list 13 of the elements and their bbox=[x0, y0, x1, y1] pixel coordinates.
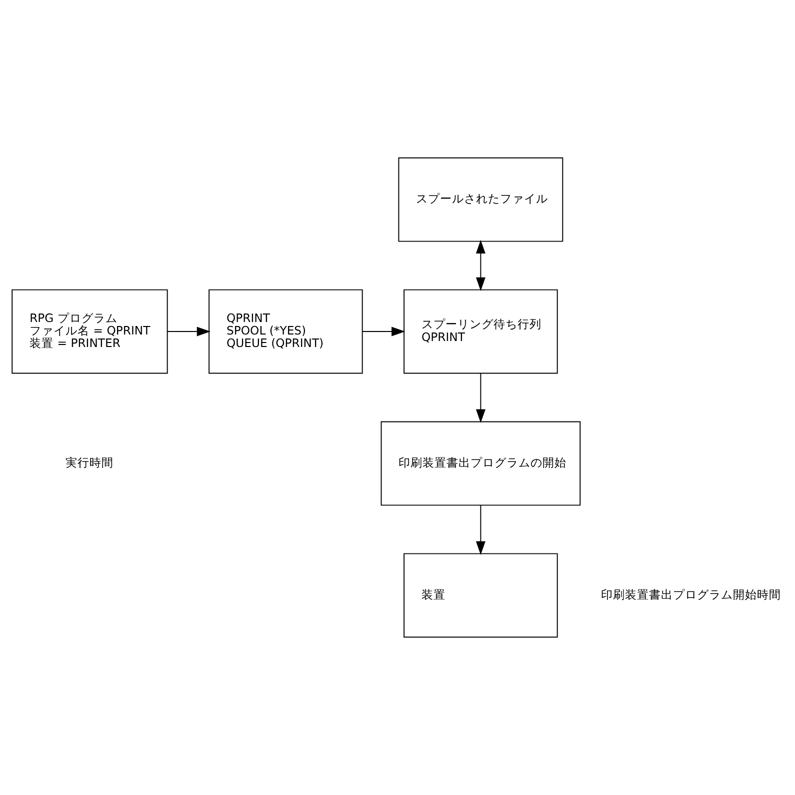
node-box: 装置 bbox=[404, 553, 558, 638]
arrow bbox=[166, 326, 210, 336]
node-box: QPRINT SPOOL (*YES) QUEUE (QPRINT) bbox=[208, 289, 363, 374]
node-box: スプールされたファイル bbox=[398, 157, 564, 242]
arrow bbox=[476, 504, 486, 555]
arrow bbox=[362, 326, 406, 336]
arrow bbox=[476, 372, 486, 423]
arrow bbox=[476, 240, 486, 291]
label: 実行時間 bbox=[66, 455, 114, 470]
label: 印刷装置書出プログラム開始時間 bbox=[601, 587, 782, 602]
node-box: RPG プログラム ファイル名 = QPRINT 装置 = PRINTER bbox=[12, 289, 168, 374]
node-box: スプーリング待ち行列 QPRINT bbox=[404, 289, 558, 374]
node-box: 印刷装置書出プログラムの開始 bbox=[380, 421, 581, 506]
